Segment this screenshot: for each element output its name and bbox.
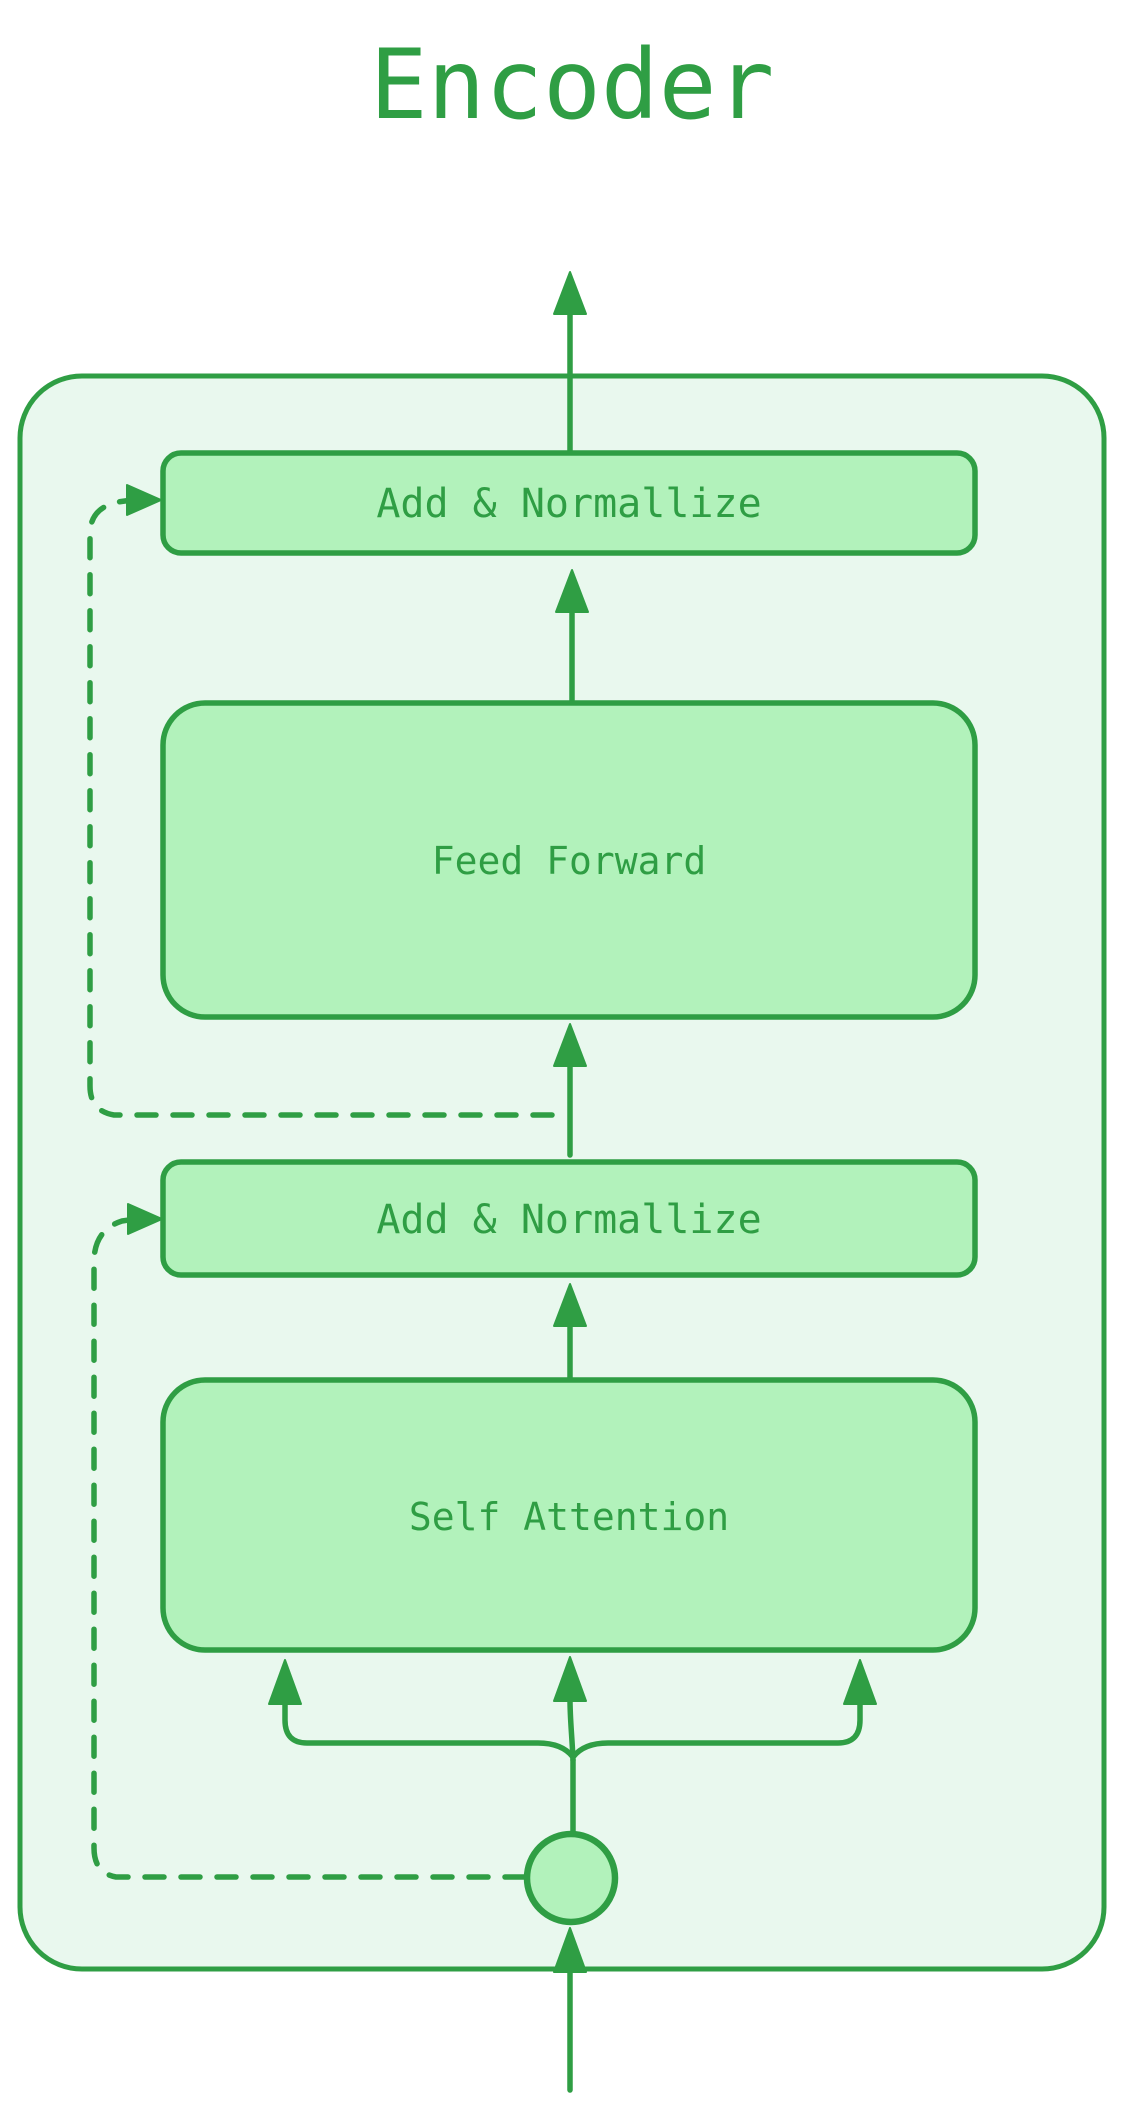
arrowhead-up-icon: [553, 271, 587, 315]
arrowhead-right-icon: [126, 484, 162, 516]
arrowhead-right-icon: [127, 1203, 163, 1235]
node-label: Add & Normallize: [376, 1197, 761, 1243]
arrow-output-top: [553, 271, 587, 458]
node-label: Add & Normallize: [376, 481, 761, 527]
node-box: [160, 700, 978, 1020]
diagram-title: Encoder: [370, 29, 775, 141]
input-junction-circle: [523, 1830, 619, 1926]
arrow-feedforward-to-addnorm-top: [555, 569, 589, 703]
node-label: Self Attention: [409, 1495, 729, 1539]
residual-to-addnorm-top: [87, 484, 555, 1118]
arrowhead-up-icon: [553, 1023, 587, 1067]
node-label: Feed Forward: [432, 839, 707, 883]
arrow-selfattention-to-addnorm-bottom: [553, 1283, 587, 1381]
node-add-normalize-top: Add & Normallize: [160, 450, 978, 556]
residual-dashed-path: [87, 497, 555, 1118]
arrowhead-up-icon: [555, 569, 589, 613]
residual-dashed-path: [91, 1216, 527, 1880]
node-feed-forward: Feed Forward: [160, 700, 978, 1020]
branch-left: [282, 1699, 576, 1760]
branch-right: [570, 1699, 863, 1760]
arrowhead-up-icon: [843, 1659, 877, 1705]
node-box: [160, 1159, 978, 1278]
arrowhead-up-icon: [553, 1656, 587, 1702]
arrowhead-up-icon: [553, 1927, 587, 1973]
arrowhead-up-icon: [268, 1659, 302, 1705]
arrow-addnorm-bottom-to-feedforward: [553, 1023, 587, 1158]
residual-junction-to-addnorm-bottom: [91, 1203, 527, 1880]
node-add-normalize-bottom: Add & Normallize: [160, 1159, 978, 1278]
node-self-attention: Self Attention: [160, 1377, 978, 1653]
arrowhead-up-icon: [553, 1283, 587, 1327]
node-box: [160, 450, 978, 556]
node-box: [160, 1377, 978, 1653]
branch-junction-to-selfattention: [268, 1656, 877, 1837]
arrow-input-bottom: [553, 1927, 587, 2093]
